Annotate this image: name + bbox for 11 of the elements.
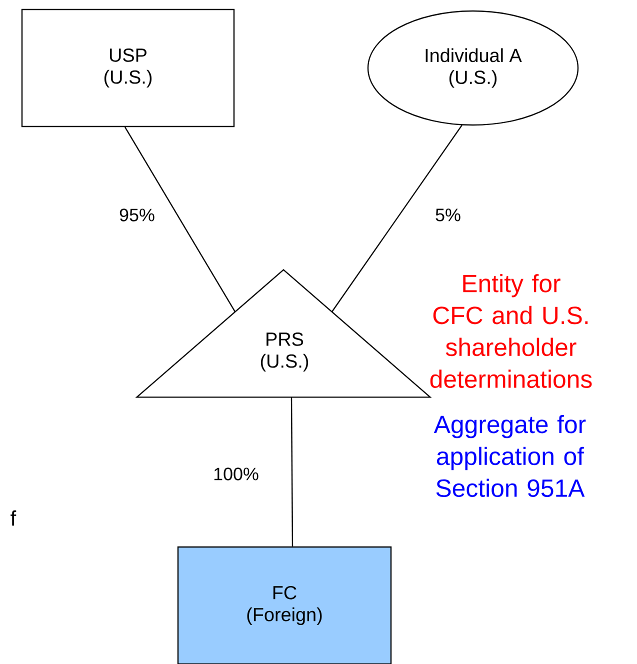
entity-box: FC (Foreign) xyxy=(177,546,392,664)
note-text: Aggregate for application of Section 951A xyxy=(434,415,586,498)
edge-label: 95% xyxy=(118,208,156,222)
ownership-line xyxy=(290,397,294,546)
note-text: Entity for CFC and U.S. shareholder determinations xyxy=(430,274,592,388)
edge-label: 100% xyxy=(212,466,260,482)
ownership-line xyxy=(124,126,236,312)
ownership-line xyxy=(331,124,462,312)
entity-box: USP (U.S.) xyxy=(21,8,235,128)
note-text: f xyxy=(10,510,16,526)
edge-label: 5% xyxy=(434,208,462,222)
